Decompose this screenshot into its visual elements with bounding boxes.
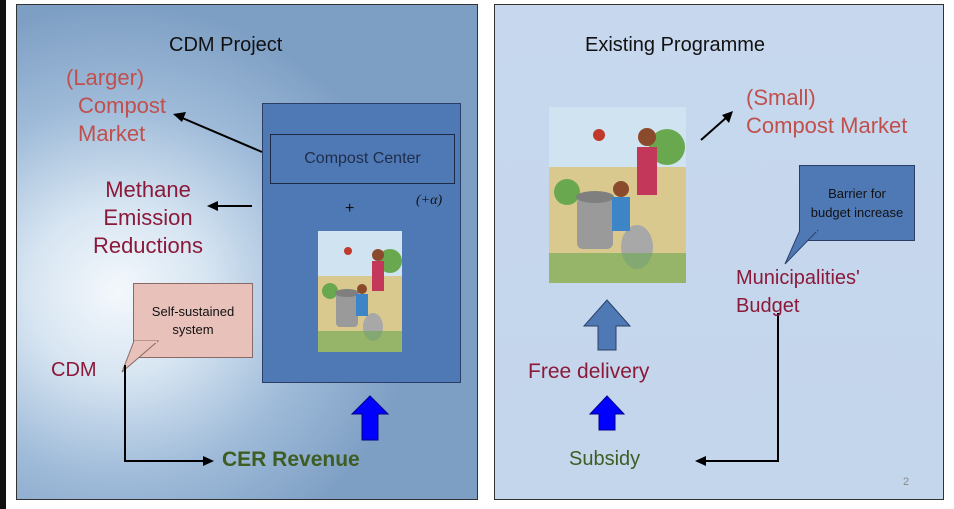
callout-tail xyxy=(121,340,160,373)
barrier-callout-tail xyxy=(784,230,819,265)
free-delivery-up-arrow xyxy=(582,299,632,351)
arrow-to-small-market xyxy=(700,116,728,141)
larger-label-line1: (Larger) xyxy=(66,65,145,90)
larger-label-line2: Compost xyxy=(78,93,167,118)
composting-illustration-large xyxy=(549,107,686,283)
callout-line2: system xyxy=(172,321,214,337)
methane-line2: Emission xyxy=(103,205,193,230)
small-label-line2: Compost Market xyxy=(746,113,908,138)
plus-sign: + xyxy=(345,200,355,217)
barrier-line1: Barrier for xyxy=(828,186,886,201)
blue-up-arrow-left xyxy=(350,395,390,441)
cdm-project-title: CDM Project xyxy=(169,34,283,56)
cdm-to-cer-line xyxy=(124,365,205,462)
barrier-line2: budget increase xyxy=(810,205,904,220)
methane-reductions-label: Methane Emission Reductions xyxy=(68,176,228,260)
larger-label-line3: Market xyxy=(78,121,146,146)
barrier-callout: Barrier for budget increase xyxy=(799,165,915,241)
cdm-label: CDM xyxy=(51,359,97,381)
budget-line1: Municipalities' xyxy=(736,267,860,289)
callout-line1: Self-sustained xyxy=(151,303,235,319)
methane-line3: Reductions xyxy=(92,233,204,258)
small-label-line1: (Small) xyxy=(746,85,816,110)
methane-line1: Methane xyxy=(105,177,191,202)
cer-revenue-label: CER Revenue xyxy=(222,448,360,471)
small-compost-market-label: (Small) Compost Market xyxy=(746,84,907,140)
subsidy-label: Subsidy xyxy=(569,448,641,470)
budget-to-subsidy-line xyxy=(705,313,779,462)
larger-compost-market-label: (Larger) Compost Market xyxy=(66,64,166,148)
blue-up-arrow-right xyxy=(588,395,626,431)
existing-programme-title: Existing Programme xyxy=(585,34,766,56)
municipalities-budget-label: Municipalities' Budget xyxy=(736,264,860,320)
plus-alpha-label: (+α) xyxy=(416,193,443,208)
compost-center-box: Compost Center xyxy=(270,134,455,184)
composting-illustration-small xyxy=(318,231,402,352)
arrow-to-larger-market xyxy=(179,116,263,153)
page-number: 2 xyxy=(903,476,910,488)
budget-line2: Budget xyxy=(736,295,800,317)
slide-left-border xyxy=(0,0,6,509)
free-delivery-label: Free delivery xyxy=(528,360,650,383)
